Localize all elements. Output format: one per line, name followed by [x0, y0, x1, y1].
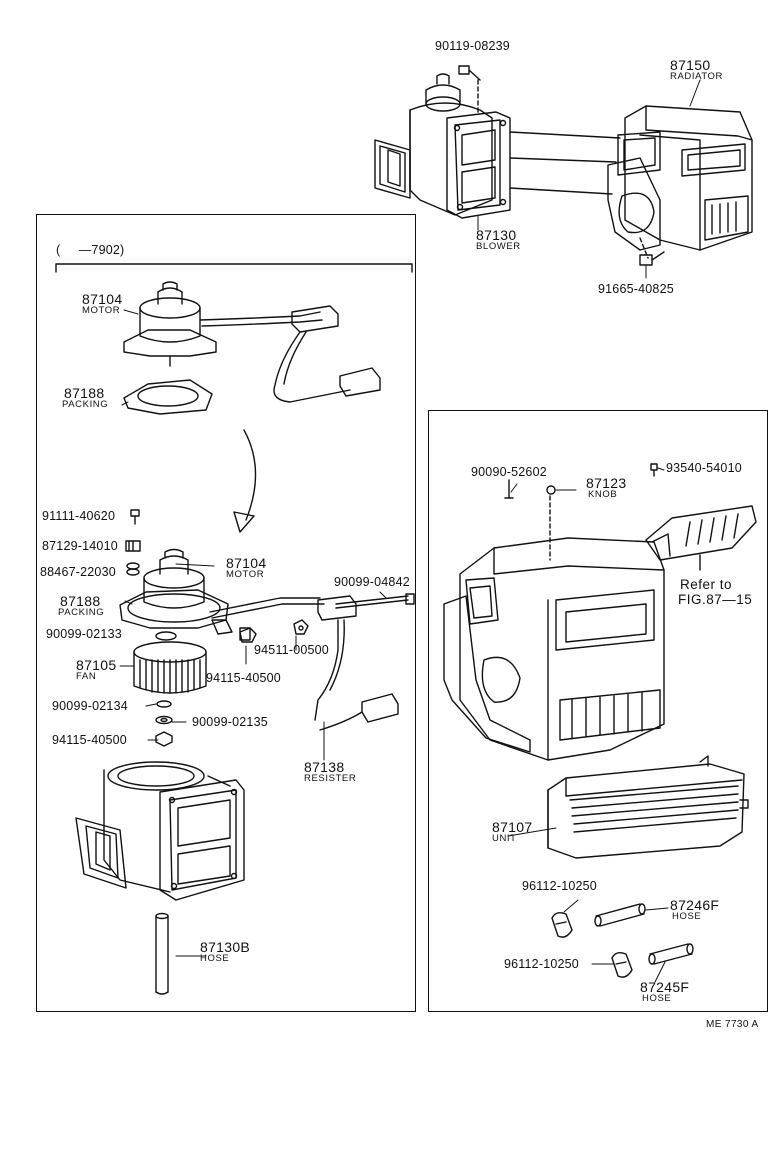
sequence-arrow	[233, 429, 257, 533]
range-label: ( —7902)	[56, 243, 125, 257]
radiator-housing-top	[509, 105, 753, 259]
part-name-packing-b: PACKING	[58, 607, 105, 618]
part-name-hose-c: HOSE	[642, 993, 672, 1004]
part-no-96112-b: 96112-10250	[504, 957, 579, 971]
bolt-top	[458, 65, 481, 81]
part-no-87105: 87105	[76, 657, 117, 673]
resister	[314, 595, 399, 731]
nut-94511	[293, 619, 309, 635]
right-panel-frame	[428, 410, 768, 1012]
part-no-87150: 87150	[670, 57, 711, 73]
part-no-87104-b: 87104	[226, 555, 267, 571]
part-no-90119: 90119-08239	[435, 39, 510, 53]
radiator-housing-right	[443, 537, 665, 761]
fan	[133, 631, 207, 694]
part-no-87130: 87130	[476, 227, 517, 243]
part-no-87188-b: 87188	[60, 593, 101, 609]
right-fasteners	[504, 463, 658, 561]
part-no-87188-a: 87188	[64, 385, 105, 401]
hose-87245f	[648, 943, 694, 965]
part-name-hose-a: HOSE	[200, 953, 230, 964]
packing-top	[123, 379, 213, 415]
bolt-long	[335, 593, 415, 609]
part-no-93540: 93540-54010	[666, 461, 742, 475]
part-name-hose-b: HOSE	[672, 911, 702, 922]
part-no-96112-a: 96112-10250	[522, 879, 597, 893]
part-no-87130b: 87130B	[200, 939, 251, 955]
part-no-90099-02133: 90099-02133	[46, 627, 122, 641]
clamp-1	[551, 911, 573, 938]
clamp-2	[611, 951, 633, 978]
hose-87246f	[594, 903, 646, 927]
figure-code: ME 7730 A	[706, 1019, 759, 1030]
part-no-91111: 91111-40620	[42, 509, 116, 523]
part-name-knob: KNOB	[588, 489, 618, 500]
range-bracket	[55, 263, 413, 273]
part-name-packing-a: PACKING	[62, 399, 109, 410]
part-name-motor-b: MOTOR	[226, 569, 265, 580]
refer-to-label: Refer to	[680, 577, 733, 592]
part-no-90099-02135: 90099-02135	[192, 715, 268, 729]
part-no-90090: 90090-52602	[471, 465, 547, 479]
part-no-90099-04842: 90099-04842	[334, 575, 410, 589]
part-name-motor-a: MOTOR	[82, 305, 121, 316]
part-no-91665: 91665-40825	[598, 282, 674, 296]
part-name-radiator: RADIATOR	[670, 71, 724, 82]
screw-bottom	[639, 251, 665, 266]
motor-assembly-top	[123, 281, 381, 403]
part-name-fan: FAN	[76, 671, 97, 682]
nut-94115-upper	[239, 627, 257, 643]
part-name-resister: RESISTER	[304, 773, 357, 784]
part-no-87123: 87123	[586, 475, 627, 491]
part-no-90099-02134: 90099-02134	[52, 699, 128, 713]
part-no-87129: 87129-14010	[42, 539, 118, 553]
refer-fig-label: FIG.87—15	[678, 592, 753, 607]
part-name-blower: BLOWER	[476, 241, 521, 252]
part-no-88467: 88467-22030	[40, 565, 116, 579]
blower-housing-top	[374, 73, 511, 219]
heater-unit	[547, 755, 749, 859]
part-no-94115-b: 94115-40500	[52, 733, 127, 747]
hose-87130b	[155, 912, 169, 995]
part-no-87245f: 87245F	[640, 979, 690, 995]
part-name-unit: UNIT	[492, 833, 517, 844]
part-no-87104-a: 87104	[82, 291, 123, 307]
washers	[155, 700, 173, 747]
blower-housing-lower	[75, 761, 245, 901]
part-no-87138: 87138	[304, 759, 345, 775]
leader-lines	[119, 79, 701, 983]
part-no-94511: 94511-00500	[254, 643, 329, 657]
part-no-94115-a: 94115-40500	[206, 671, 281, 685]
left-panel-frame	[36, 214, 416, 1012]
fasteners-left	[125, 509, 141, 576]
part-no-87246f: 87246F	[670, 897, 720, 913]
part-no-87107: 87107	[492, 819, 533, 835]
motor-assembly-lower	[119, 548, 325, 641]
